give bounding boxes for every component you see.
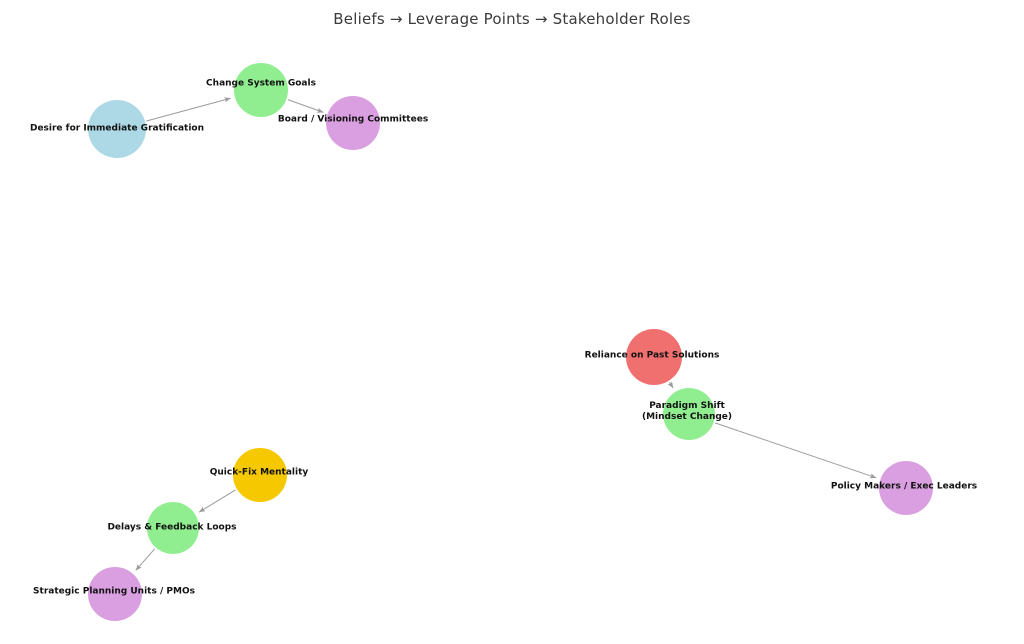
graph-node-change-system-goals[interactable]: [234, 63, 288, 117]
graph-node-reliance-past-solutions[interactable]: [626, 329, 682, 385]
graph-node-policy-makers-exec-leaders[interactable]: [879, 461, 933, 515]
page-title: Beliefs → Leverage Points → Stakeholder …: [333, 10, 691, 28]
edges-layer: [135, 97, 877, 571]
graph-edge-change-system-goals-to-board-visioning-committees: [287, 99, 324, 113]
graph-node-strategic-planning-units-pmos[interactable]: [88, 567, 142, 621]
graph-edge-delays-feedback-loops-to-strategic-planning-units-pmos: [135, 548, 156, 571]
graph-edge-quick-fix-mentality-to-delays-feedback-loops: [198, 489, 236, 513]
graph-node-delays-feedback-loops[interactable]: [147, 502, 199, 554]
graph-node-paradigm-shift[interactable]: [663, 388, 715, 440]
graph-node-desire-immediate-gratification[interactable]: [88, 100, 146, 158]
graph-node-quick-fix-mentality[interactable]: [233, 448, 287, 502]
graph-edge-reliance-past-solutions-to-paradigm-shift: [667, 381, 674, 389]
graph-edge-desire-immediate-gratification-to-change-system-goals: [146, 97, 231, 122]
graph-edge-paradigm-shift-to-policy-makers-exec-leaders: [714, 422, 877, 479]
graph-node-board-visioning-committees[interactable]: [326, 96, 380, 150]
nodes-layer: [88, 63, 933, 621]
